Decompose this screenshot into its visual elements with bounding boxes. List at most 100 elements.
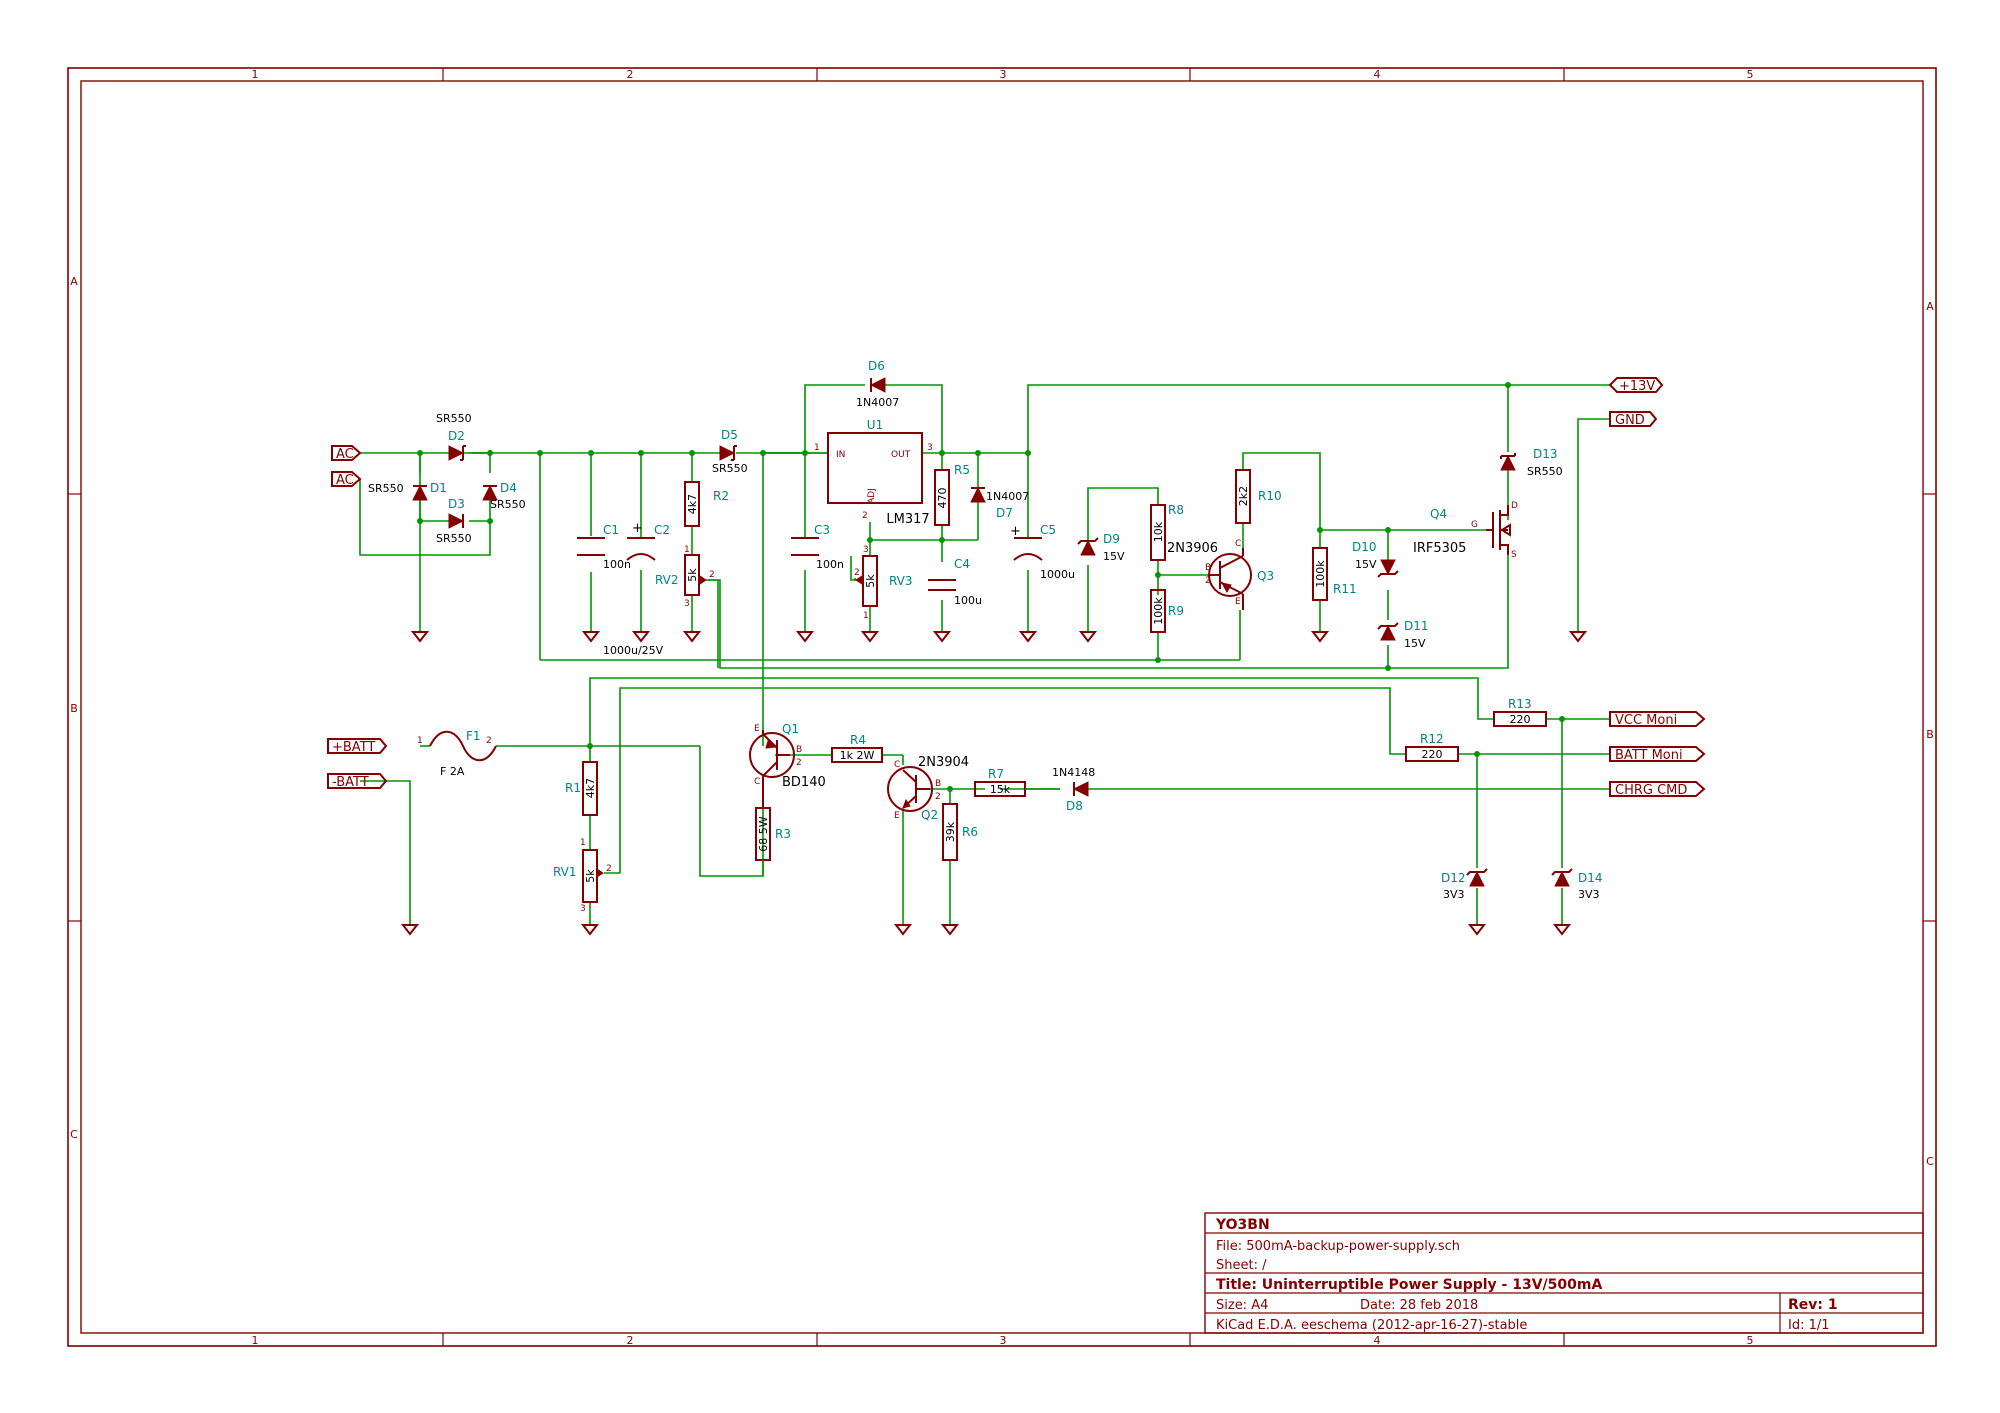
potentiometer-rv3: 5k RV3 3 2 1	[854, 545, 913, 621]
diode-d2: SR550 D2	[436, 412, 472, 461]
u1-ref: U1	[867, 418, 883, 432]
q1-pin-c: C	[754, 777, 760, 787]
label-ac-1: AC	[331, 445, 362, 462]
diode-d7: 1N4007 D7	[970, 486, 1029, 520]
d5-value: SR550	[712, 462, 748, 475]
zener-d12: D12 3V3	[1441, 868, 1488, 901]
rv3-pin-2: 2	[854, 568, 860, 578]
u1-pin-out-label: OUT	[891, 450, 911, 460]
resistor-r7: 15k R7	[974, 767, 1026, 797]
net-labels: AC AC +BATT -BATT +13V GND VCC Moni BAT	[327, 377, 1706, 798]
rv2-ref: RV2	[655, 573, 679, 587]
q3-pin-e: E	[1235, 597, 1241, 607]
d11-ref: D11	[1404, 619, 1429, 633]
capacitor-c3: C3 100n	[791, 523, 844, 571]
d13-ref: D13	[1533, 447, 1558, 461]
q1-pin-2: 2	[796, 758, 802, 768]
d8-value: 1N4148	[1052, 766, 1095, 779]
rv2-pin-3: 3	[684, 599, 690, 609]
col-label-3-bottom: 3	[1000, 1334, 1007, 1347]
u1-pin-adj-label: ADJ	[867, 488, 877, 504]
d14-value: 3V3	[1578, 888, 1600, 901]
potentiometer-rv1: 5k RV1 1 2 3	[553, 838, 612, 914]
u1-pin-2: 2	[862, 511, 868, 521]
title-block-date: Date: 28 feb 2018	[1360, 1298, 1478, 1313]
d3-ref: D3	[448, 497, 465, 511]
row-label-a: A	[70, 275, 78, 288]
c2-plus: +	[632, 521, 643, 536]
q2-ref: Q2	[921, 808, 938, 822]
resistor-r5: 470 R5	[934, 463, 970, 526]
d6-ref: D6	[868, 359, 885, 373]
title-block-company: YO3BN	[1215, 1217, 1270, 1233]
d12-value: 3V3	[1443, 888, 1465, 901]
diode-d6: D6 1N4007	[856, 359, 899, 409]
diode-d1: SR550 D1	[368, 481, 447, 501]
d7-ref: D7	[996, 506, 1013, 520]
q1-pin-e: E	[754, 724, 760, 734]
r10-value: 2k2	[1237, 486, 1250, 506]
label-batt-pos: +BATT	[327, 738, 388, 755]
f1-value: F 2A	[440, 765, 465, 778]
diode-d5: D5 SR550	[712, 428, 748, 475]
row-label-c-right: C	[1926, 1155, 1934, 1168]
d4-ref: D4	[500, 481, 517, 495]
q3-ref: Q3	[1257, 569, 1274, 583]
diode-d13: D13 SR550	[1500, 447, 1563, 478]
capacitor-c4: C4 100u	[928, 557, 982, 607]
r8-value: 10k	[1152, 521, 1165, 542]
d13-value: SR550	[1527, 465, 1563, 478]
rv2-value: 5k	[686, 568, 699, 582]
r12-ref: R12	[1420, 732, 1444, 746]
c1-ref: C1	[603, 523, 619, 537]
r6-value: 39k	[944, 821, 957, 842]
q3-pin-2: 2	[1205, 576, 1211, 586]
junctions	[417, 382, 1565, 792]
q1-pin-b: B	[796, 745, 802, 755]
c2-value: 1000u/25V	[603, 644, 664, 657]
d9-value: 15V	[1103, 550, 1125, 563]
title-block-file: File: 500mA-backup-power-supply.sch	[1216, 1239, 1460, 1254]
label-batt-moni-text: BATT Moni	[1615, 748, 1683, 763]
capacitor-c1: C1 100n	[577, 523, 631, 571]
zener-d11: D11 15V	[1377, 619, 1429, 650]
label-ac-2-text: AC	[336, 473, 354, 488]
transistor-q2: 2N3904 Q2 C B 2 E	[887, 755, 969, 822]
r4-ref: R4	[850, 733, 866, 747]
label-vcc-moni: VCC Moni	[1609, 711, 1706, 728]
d10-ref: D10	[1352, 540, 1377, 554]
capacitor-c2: + C2 1000u/25V	[603, 521, 670, 657]
label-chrg-cmd-text: CHRG CMD	[1615, 783, 1687, 798]
q4-value: IRF5305	[1413, 541, 1466, 556]
col-label-5-bottom: 5	[1747, 1334, 1754, 1347]
c5-ref: C5	[1040, 523, 1056, 537]
col-label-4: 4	[1374, 68, 1381, 81]
r12-value: 220	[1422, 748, 1443, 761]
u1-pin-3: 3	[927, 443, 933, 453]
mosfet-q4: Q4 IRF5305 G D S	[1413, 501, 1518, 560]
r6-ref: R6	[962, 825, 978, 839]
resistor-r11: 100k R11	[1312, 547, 1357, 601]
label-13v-text: +13V	[1619, 379, 1655, 394]
col-label-1: 1	[252, 68, 259, 81]
rv1-ref: RV1	[553, 865, 577, 879]
rv2-pin-1: 1	[684, 545, 690, 555]
ground-symbols	[400, 631, 1588, 936]
r8-ref: R8	[1168, 503, 1184, 517]
title-block-tool: KiCad E.D.A. eeschema (2012-apr-16-27)-s…	[1216, 1318, 1527, 1333]
d10-value: 15V	[1355, 558, 1377, 571]
resistor-r1: 4k7 R1	[565, 761, 598, 816]
r9-ref: R9	[1168, 604, 1184, 618]
d1-ref: D1	[430, 481, 447, 495]
rv1-pin-2: 2	[606, 864, 612, 874]
c4-value: 100u	[954, 594, 982, 607]
q2-pin-2: 2	[935, 792, 941, 802]
c5-plus: +	[1010, 524, 1021, 539]
regulator-u1: U1 LM317 IN OUT ADJ 1 3 2	[814, 418, 933, 527]
title-block-size: Size: A4	[1216, 1298, 1268, 1313]
row-label-b-right: B	[1926, 728, 1934, 741]
d11-value: 15V	[1404, 637, 1426, 650]
q2-pin-e: E	[894, 811, 900, 821]
u1-pin-1: 1	[814, 443, 820, 453]
label-chrg-cmd: CHRG CMD	[1609, 781, 1706, 798]
